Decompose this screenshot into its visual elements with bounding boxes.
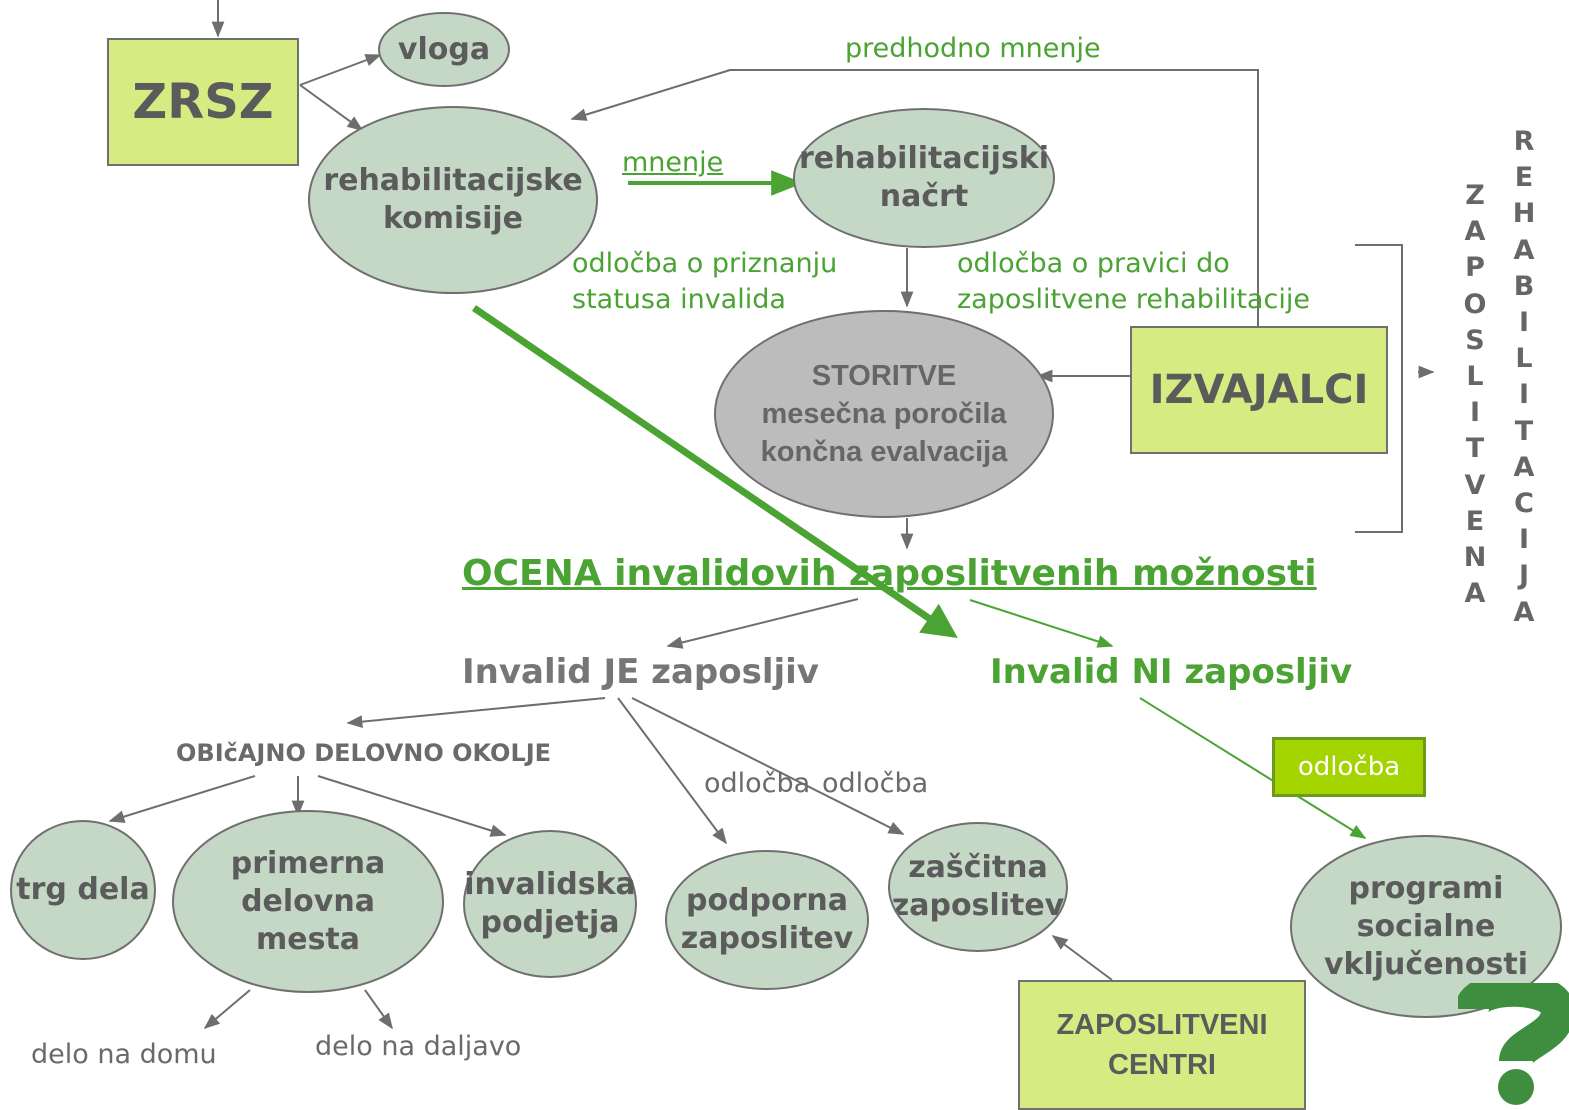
- arrow-primerna-daljavo: [364, 989, 393, 1030]
- arrow-centri-zascitna: [1051, 935, 1113, 981]
- arrow-primerna-doma: [203, 989, 251, 1030]
- arrow-ocena-ni: [969, 599, 1114, 648]
- arrow-zrsz-komisije: [299, 84, 364, 131]
- arrow-je-obicajno: [346, 697, 606, 728]
- node-zascitna-zaposlitev: zaščitna zaposlitev: [888, 822, 1068, 952]
- node-rehabilitacijske-komisije: rehabilitacijske komisije: [308, 106, 598, 294]
- arrow-je-zascitna: [631, 697, 905, 835]
- label-obicajno-delovno-okolje: OBIčAJNO DELOVNO OKOLJE: [176, 739, 552, 767]
- arrow-ocena-je: [666, 598, 859, 649]
- node-primerna-delovna-mesta: primerna delovna mesta: [172, 810, 444, 993]
- arrow-obicajno-invalidska: [317, 775, 507, 837]
- label-invalid-je-zaposljiv: Invalid JE zaposljiv: [462, 652, 819, 692]
- label-odlocba-zascitna: odločba: [822, 768, 929, 799]
- node-vloga: vloga: [378, 12, 510, 87]
- label-invalid-ni-zaposljiv: Invalid NI zaposljiv: [990, 652, 1353, 692]
- node-trg-dela: trg dela: [10, 820, 156, 960]
- label-predhodno-mnenje: predhodno mnenje: [845, 33, 1101, 64]
- label-delo-na-daljavo: delo na daljavo: [315, 1031, 522, 1062]
- arrow-predhodno-mnenje: [570, 69, 1259, 330]
- node-storitve: STORITVE mesečna poročila končna evalvac…: [714, 310, 1054, 518]
- label-delo-na-domu: delo na domu: [31, 1039, 217, 1070]
- bracket-zaposlitvena-rehabilitacija: [1355, 244, 1403, 533]
- label-mnenje: mnenje: [622, 147, 724, 178]
- badge-odlocba: odločba: [1272, 737, 1426, 797]
- vertical-rehabilitacija: R E H A B I L I T A C I J A: [1512, 126, 1536, 628]
- question-mark-icon: [1458, 983, 1569, 1105]
- arrow-je-podporna: [617, 697, 727, 845]
- node-podporna-zaposlitev: podporna zaposlitev: [665, 850, 869, 990]
- vertical-zaposlitvena: Z A P O S L I T V E N A: [1463, 180, 1487, 610]
- heading-ocena: OCENA invalidovih zaposlitvenih možnosti: [462, 553, 1317, 594]
- label-odlocba-status: odločba o priznanju statusa invalida: [572, 248, 838, 315]
- node-zaposlitveni-centri: ZAPOSLITVENI CENTRI: [1018, 980, 1306, 1110]
- node-rehabilitacijski-nacrt: rehabilitacijski načrt: [793, 108, 1055, 248]
- label-odlocba-pravica: odločba o pravici do zaposlitvene rehabi…: [957, 248, 1310, 315]
- big-green-arrow: [472, 305, 958, 638]
- storitve-title: STORITVE: [811, 360, 957, 392]
- arrow-obicajno-trg: [108, 775, 256, 823]
- arrow-zrsz-vloga: [299, 54, 382, 86]
- arrow-ni-programi: [1139, 697, 1367, 839]
- label-odlocba-podporna: odločba: [704, 768, 811, 799]
- node-izvajalci: IZVAJALCI: [1130, 326, 1388, 454]
- storitve-body: mesečna poročila končna evalvacija: [760, 398, 1008, 468]
- node-zrsz: ZRSZ: [107, 38, 299, 166]
- node-invalidska-podjetja: invalidska podjetja: [463, 830, 637, 978]
- node-programi-socialne-vkljucenosti: programi socialne vključenosti: [1290, 835, 1562, 1018]
